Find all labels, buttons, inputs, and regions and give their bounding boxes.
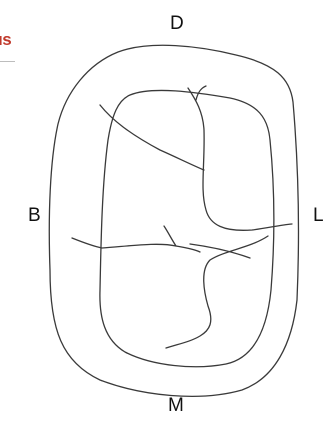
label-buccal: B	[28, 206, 41, 225]
fissure-center-fork	[164, 226, 176, 246]
fissure-central-upper	[188, 88, 292, 230]
fissure-upper-left	[100, 105, 204, 170]
label-lingual: L	[313, 206, 324, 225]
label-distal: D	[170, 14, 184, 33]
inner-outline	[100, 90, 274, 366]
fissure-lower	[166, 236, 268, 348]
label-mesial: M	[168, 396, 184, 415]
fissure-left	[72, 238, 200, 252]
outer-outline	[49, 45, 298, 396]
